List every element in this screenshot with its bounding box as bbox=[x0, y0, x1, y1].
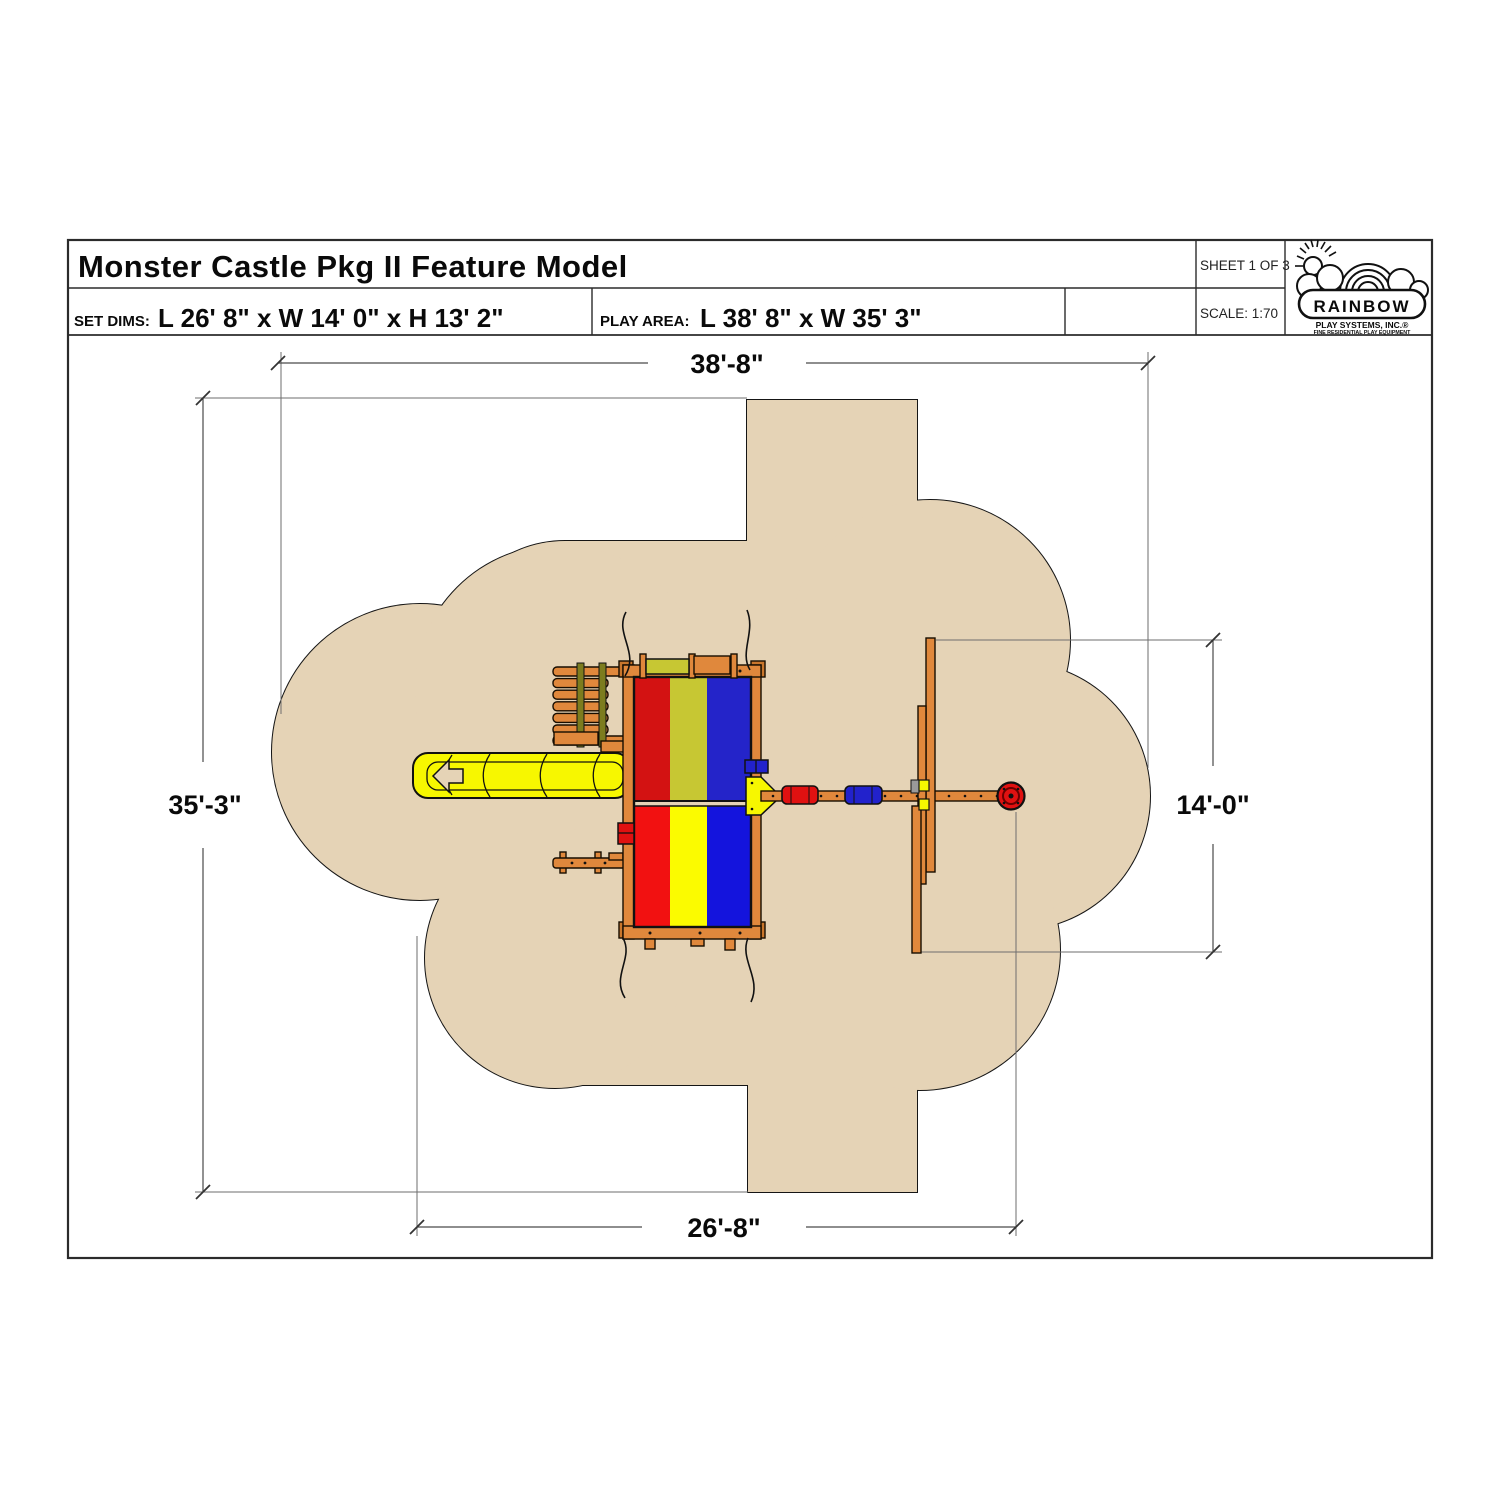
page-title: Monster Castle Pkg II Feature Model bbox=[78, 249, 628, 284]
dimension-lines: 38'-8" 35'-3" 14'-0" 26'-8" bbox=[168, 349, 1249, 1243]
deck-railings bbox=[639, 653, 738, 951]
rainbow-logo: RAINBOW PLAY SYSTEMS, INC.® FINE RESIDEN… bbox=[1295, 239, 1429, 336]
logo-brand-text: RAINBOW bbox=[1313, 297, 1410, 316]
set-dims-label: SET DIMS: bbox=[74, 313, 150, 330]
canopy-stripe-yellow-bottom bbox=[670, 806, 707, 927]
canopy-stripe-blue-bottom bbox=[707, 806, 751, 927]
canopy-stripe-blue-top bbox=[707, 677, 751, 801]
canopy-stripe-red-bottom bbox=[634, 806, 670, 927]
dim-label-top: 38'-8" bbox=[690, 349, 763, 379]
slide-exit-arrow-icon bbox=[431, 758, 464, 794]
swing-seat-blue bbox=[844, 785, 883, 805]
dim-label-bottom: 26'-8" bbox=[687, 1213, 760, 1243]
sheet-number: SHEET 1 OF 3 bbox=[1200, 258, 1290, 273]
scale-label: SCALE: 1:70 bbox=[1200, 306, 1278, 321]
tube-slide bbox=[412, 752, 631, 799]
balance-beam bbox=[552, 851, 634, 874]
title-block: Monster Castle Pkg II Feature Model SET … bbox=[66, 238, 1434, 1260]
canopy-stripe-red-top bbox=[634, 677, 670, 801]
canopy-squiggles bbox=[619, 609, 755, 1003]
swing-seat-red bbox=[781, 785, 819, 805]
tire-swing bbox=[996, 781, 1026, 811]
play-area-label: PLAY AREA: bbox=[600, 313, 689, 330]
logo-tagline-text: FINE RESIDENTIAL PLAY EQUIPMENT bbox=[1314, 330, 1411, 336]
set-dims-value: L 26' 8" x W 14' 0" x H 13' 2" bbox=[158, 303, 504, 333]
swing-legs bbox=[910, 637, 936, 954]
castle-canopy bbox=[632, 675, 753, 929]
play-area-value: L 38' 8" x W 35' 3" bbox=[700, 303, 922, 333]
logo-company-text: PLAY SYSTEMS, INC.® bbox=[1316, 320, 1409, 330]
logo-badge bbox=[1297, 288, 1427, 320]
dim-label-right: 14'-0" bbox=[1176, 790, 1249, 820]
climbing-ladder bbox=[552, 662, 641, 753]
canopy-stripe-yellow-top bbox=[670, 677, 707, 801]
dim-label-left: 35'-3" bbox=[168, 790, 241, 820]
sun-icon bbox=[1295, 239, 1337, 276]
